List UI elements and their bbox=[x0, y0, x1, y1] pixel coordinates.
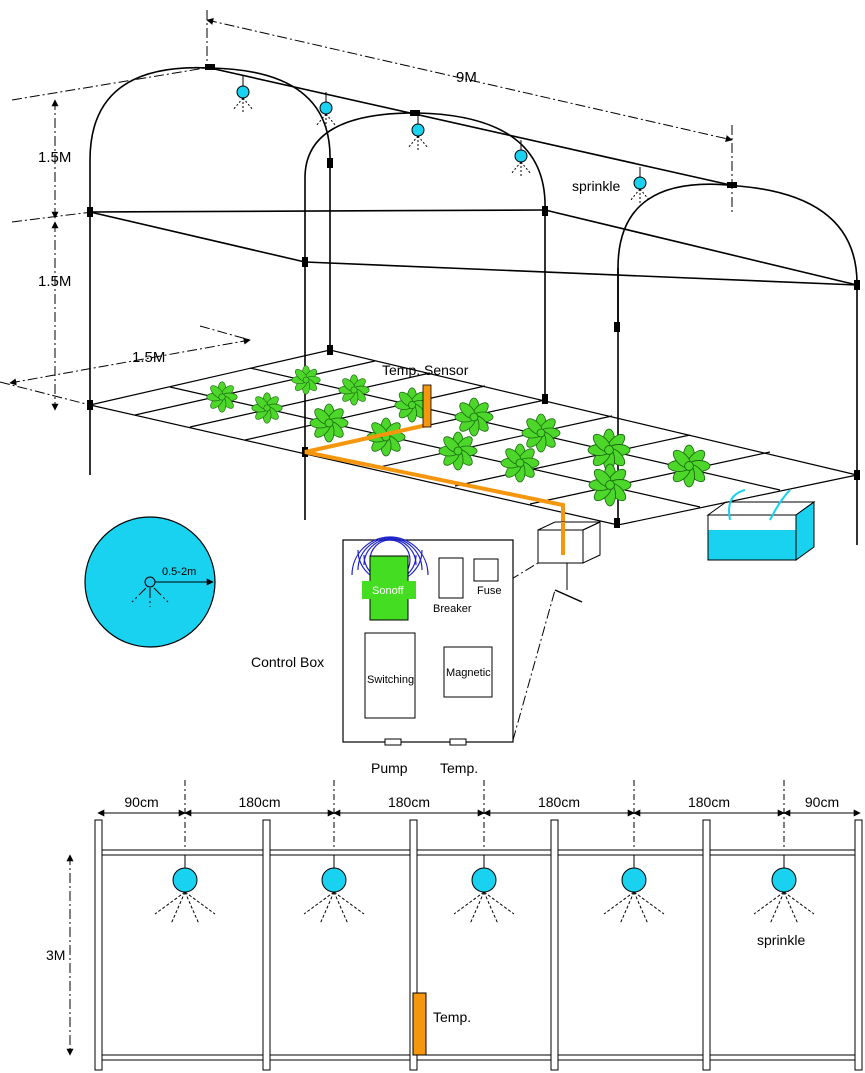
plant-icon bbox=[521, 413, 561, 453]
plant-icon bbox=[338, 374, 370, 406]
magnetic-label: Magnetic bbox=[446, 667, 491, 679]
sprinkler-icon bbox=[154, 855, 216, 925]
plant-icon bbox=[438, 431, 478, 471]
pump-terminal bbox=[384, 738, 402, 746]
pump-label: Pump bbox=[371, 760, 408, 776]
junction-box bbox=[509, 521, 601, 741]
control-box-label: Control Box bbox=[251, 654, 324, 670]
spacing-label: 90cm bbox=[124, 794, 158, 810]
sonoff-label: Sonoff bbox=[372, 585, 405, 597]
plant-icon bbox=[291, 365, 321, 395]
switching-module bbox=[364, 632, 416, 719]
ground-grid bbox=[89, 349, 858, 526]
temp-terminal bbox=[449, 738, 467, 746]
sprinkler-icon bbox=[144, 576, 156, 588]
control-box: Sonoff Breaker Fuse Switching Magnetic P… bbox=[342, 536, 514, 776]
breaker-label: Breaker bbox=[433, 603, 472, 615]
side-post bbox=[262, 819, 271, 1071]
dim-height-upper-label: 1.5M bbox=[38, 149, 71, 166]
sprinkler-icon bbox=[510, 140, 532, 178]
breaker-module bbox=[438, 557, 464, 599]
temp-sensor-label: Temp. Sensor bbox=[382, 362, 469, 378]
dim-length-label: 9M bbox=[456, 69, 477, 86]
sprinkler-icon bbox=[453, 855, 515, 925]
spacing-label: 180cm bbox=[388, 794, 430, 810]
spray-radius-label: 0.5-2m bbox=[162, 566, 196, 578]
side-temp-label: Temp. bbox=[433, 1009, 471, 1025]
spacing-label: 180cm bbox=[538, 794, 580, 810]
plants bbox=[206, 365, 711, 507]
fuse-module bbox=[473, 558, 499, 582]
side-post bbox=[854, 819, 863, 1071]
plant-icon bbox=[588, 463, 632, 507]
spacing-label: 180cm bbox=[238, 794, 280, 810]
side-temp-sensor bbox=[412, 992, 427, 1056]
sprinkler-icon bbox=[303, 855, 365, 925]
sprinkler-icon bbox=[629, 167, 651, 205]
plant-icon bbox=[309, 403, 349, 443]
dimension-lines: 9M 1.5M 1.5M 1.5M bbox=[0, 10, 733, 411]
spacing-dimensions: 90cm 180cm 180cm 180cm 180cm 90cm bbox=[97, 780, 861, 855]
side-sprinklers bbox=[154, 855, 815, 925]
spacing-label: 90cm bbox=[805, 794, 839, 810]
side-post bbox=[550, 819, 559, 1071]
sprinkle-label-top: sprinkle bbox=[572, 178, 620, 194]
sprinkler-icon bbox=[753, 855, 815, 925]
temp-sensor-post bbox=[422, 384, 432, 428]
greenhouse-frame bbox=[87, 64, 860, 545]
plant-icon bbox=[251, 392, 283, 424]
fuse-label: Fuse bbox=[477, 585, 501, 597]
dim-width-label: 1.5M bbox=[132, 349, 165, 366]
sprinkler-icon bbox=[407, 114, 429, 152]
temp-terminal-label: Temp. bbox=[440, 760, 478, 776]
side-sprinkle-label: sprinkle bbox=[757, 932, 805, 948]
plant-icon bbox=[500, 443, 540, 483]
switching-label: Switching bbox=[367, 674, 414, 686]
spray-radius-detail: 0.5-2m bbox=[84, 516, 216, 648]
sprinkler-icon bbox=[603, 855, 665, 925]
arch-front bbox=[617, 183, 858, 545]
sprinkler-icon bbox=[315, 92, 337, 130]
spacing-label: 180cm bbox=[688, 794, 730, 810]
plant-icon bbox=[394, 387, 430, 423]
plant-icon bbox=[454, 397, 494, 437]
side-posts bbox=[94, 819, 863, 1071]
side-post bbox=[409, 819, 418, 1071]
water-tank bbox=[706, 489, 816, 561]
side-height-label: 3M bbox=[46, 947, 65, 963]
arch-back bbox=[89, 66, 331, 405]
top-sprinklers bbox=[232, 76, 651, 205]
side-post bbox=[702, 819, 711, 1071]
side-view: 90cm 180cm 180cm 180cm 180cm 90cm 3M Temp. sp… bbox=[46, 780, 863, 1071]
dim-height-lower-label: 1.5M bbox=[38, 273, 71, 290]
plant-icon bbox=[206, 381, 238, 413]
side-post bbox=[94, 819, 103, 1071]
plant-icon bbox=[667, 444, 711, 488]
sensor-cable bbox=[304, 423, 565, 548]
magnetic-module bbox=[443, 646, 493, 698]
sprinkler-icon bbox=[232, 76, 254, 114]
